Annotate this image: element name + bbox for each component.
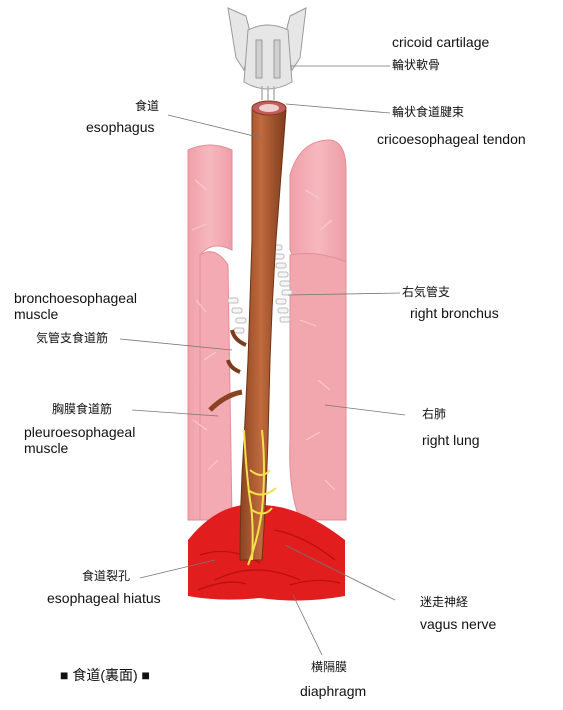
right-lung-label-en: right lung xyxy=(422,432,480,448)
vagus-label-en: vagus nerve xyxy=(420,616,497,632)
leader-lines xyxy=(119,65,406,656)
diaphragm-muscle xyxy=(188,504,345,601)
esophagus-label-jp: 食道 xyxy=(135,99,160,113)
cricoid-label-jp: 輪状軟骨 xyxy=(392,58,441,72)
pleuro-muscle-label-en: pleuroesophageal muscle xyxy=(24,424,136,457)
right-lung-label-jp: 右肺 xyxy=(422,407,447,421)
right-bronchus-label-en: right bronchus xyxy=(410,305,499,321)
broncho-muscle-label-en: bronchoesophageal muscle xyxy=(14,290,137,323)
hiatus-label-jp: 食道裂孔 xyxy=(82,569,131,583)
broncho-muscle-label-jp: 気管支食道筋 xyxy=(36,331,109,345)
tendon-label-en: cricoesophageal tendon xyxy=(377,131,526,147)
right-lung xyxy=(289,139,347,521)
diaphragm-label-jp: 横隔膜 xyxy=(311,660,348,674)
left-lung xyxy=(187,144,233,521)
right-bronchus-rings xyxy=(271,244,293,323)
vagus-label-jp: 迷走神経 xyxy=(420,595,469,609)
hiatus-label-en: esophageal hiatus xyxy=(47,590,161,606)
tendon-label-jp: 輪状食道腱束 xyxy=(392,105,465,119)
figure-title: ■ 食道(裏面) ■ xyxy=(60,667,151,683)
diaphragm-label-en: diaphragm xyxy=(300,683,367,699)
right-bronchus-label-jp: 右気管支 xyxy=(402,285,451,299)
cricoid-label-en: cricoid cartilage xyxy=(392,34,490,50)
pleuro-muscle-label-jp: 胸膜食道筋 xyxy=(52,402,113,416)
esophagus-label-en: esophagus xyxy=(86,119,155,135)
esophagus-tube xyxy=(208,100,287,561)
vagus-nerve xyxy=(243,429,277,566)
left-bronchus-rings xyxy=(227,297,247,334)
cricoid-cartilage xyxy=(227,7,307,100)
